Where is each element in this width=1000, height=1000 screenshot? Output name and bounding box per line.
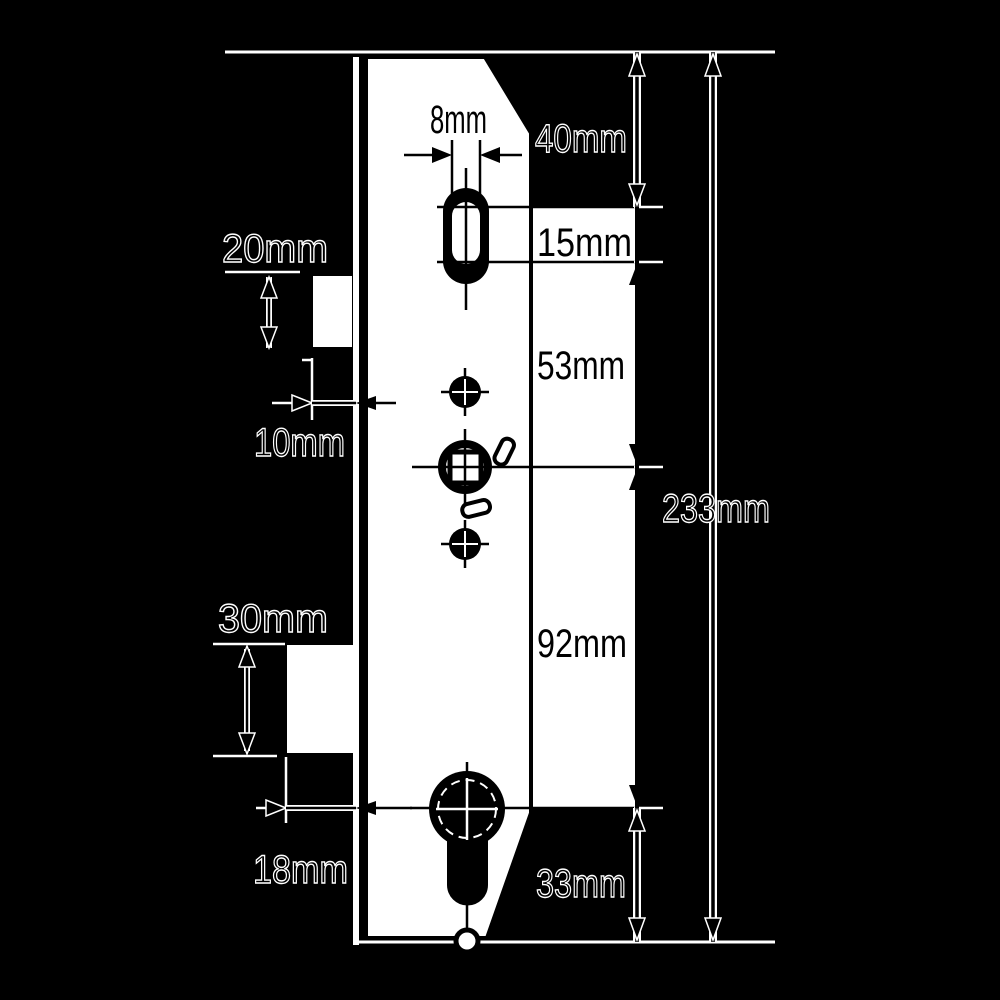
dim-label-233mm: 233mm: [662, 487, 770, 531]
arrowhead-up-icon: [259, 274, 279, 299]
arrowhead-right-icon: [432, 147, 452, 163]
spindle-hole: [412, 429, 638, 506]
arrowhead-left-icon: [356, 396, 376, 410]
dim-10mm: 10mm: [253, 358, 396, 466]
arrowhead-left-icon: [356, 801, 376, 815]
dim-label-92mm: 92mm: [537, 622, 627, 666]
arrowhead-left-icon: [480, 147, 500, 163]
dim-label-8mm: 8mm: [430, 98, 487, 142]
lock-body-front-view: [364, 55, 533, 940]
dim-30mm: 30mm: [213, 596, 329, 758]
dim-233mm: 233mm: [661, 51, 771, 943]
arrowhead-down-icon: [629, 785, 645, 806]
dim-label-40mm: 40mm: [535, 117, 627, 161]
arrowhead-right-icon: [291, 393, 315, 413]
arrowhead-down-icon: [629, 444, 645, 465]
follower-ring: [438, 440, 492, 494]
arrowhead-down-icon: [703, 917, 723, 943]
arrowhead-up-icon: [627, 51, 647, 77]
dim-18mm: 18mm: [252, 757, 412, 893]
latch-side-view: [313, 276, 352, 347]
arrowhead-up-icon: [237, 643, 257, 668]
dim-20mm: 20mm: [221, 226, 329, 351]
dim-label-33mm: 33mm: [536, 862, 626, 906]
arrowhead-up-icon: [629, 264, 645, 285]
dimension-band: [531, 207, 637, 808]
dim-label-15mm: 15mm: [537, 221, 632, 265]
arrowhead-right-icon: [265, 798, 289, 818]
arrowhead-down-icon: [259, 326, 279, 351]
cylinder-keyway: [447, 820, 488, 906]
arrowhead-down-icon: [237, 732, 257, 757]
dim-label-20mm: 20mm: [222, 227, 328, 271]
arrowhead-down-icon: [627, 917, 647, 943]
rivet-slot-upper: [492, 436, 516, 467]
dim-8mm: 8mm: [404, 98, 522, 198]
euro-cylinder-hole: [410, 762, 638, 938]
faceplate-edge-view: [353, 57, 359, 945]
bottom-fixing-hole: [453, 927, 481, 955]
square-spindle-socket: [447, 449, 484, 486]
arrowhead-up-icon: [627, 807, 647, 832]
screw-hole-lower: [441, 520, 489, 568]
screw-hole-upper: [441, 368, 489, 416]
arrowhead-up-icon: [629, 469, 645, 490]
dim-label-53mm: 53mm: [537, 344, 625, 388]
dim-label-30mm: 30mm: [218, 597, 328, 641]
dim-label-10mm: 10mm: [254, 421, 345, 465]
rivet-slot-lower: [460, 498, 493, 519]
dim-chain-right: 40mm 15mm 53mm 92mm 33mm: [534, 51, 647, 943]
arrowhead-up-icon: [703, 51, 723, 77]
arrowhead-down-icon: [627, 183, 647, 208]
dim-label-18mm: 18mm: [253, 848, 348, 892]
spindle-slot-hole: [443, 168, 489, 310]
deadbolt-side-view: [287, 645, 353, 753]
